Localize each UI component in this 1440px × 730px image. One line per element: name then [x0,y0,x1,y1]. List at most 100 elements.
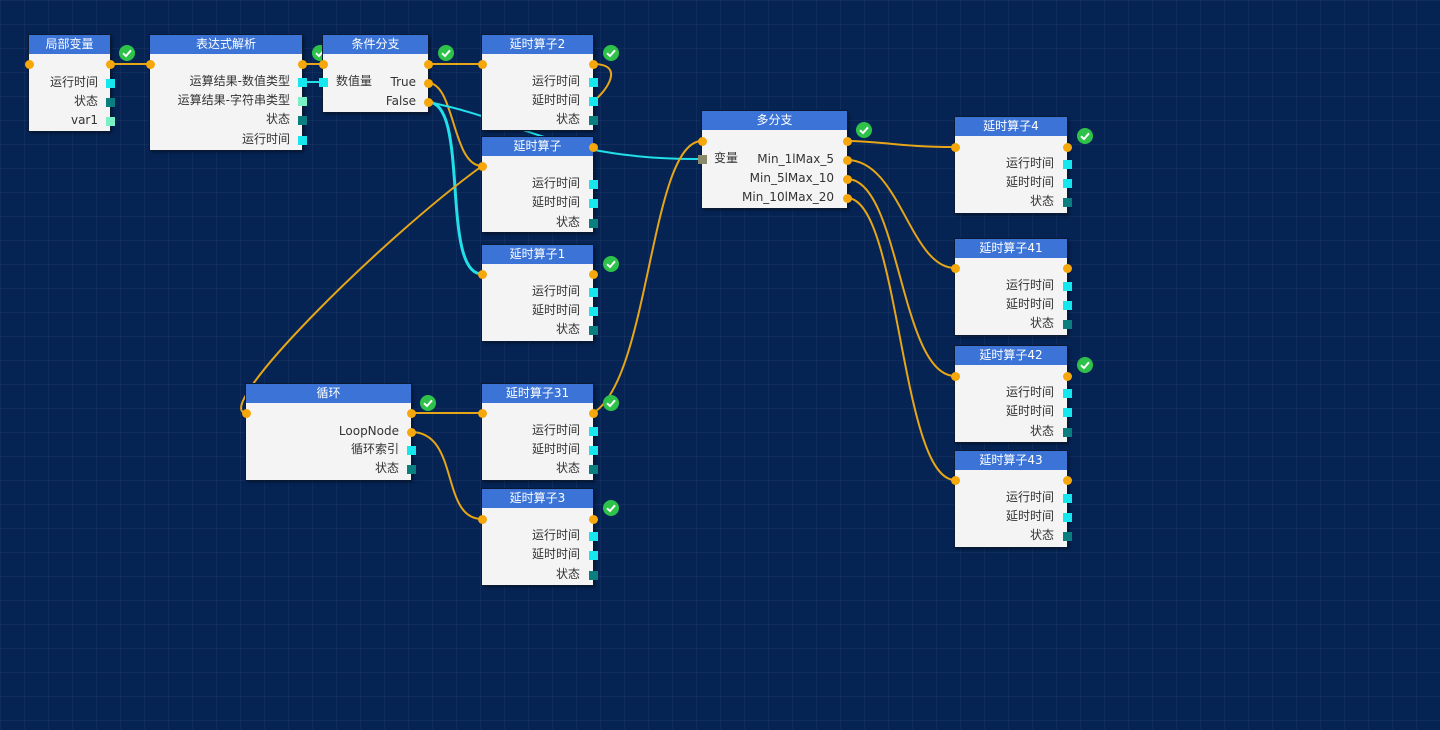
exec-in-port[interactable] [950,142,960,152]
output-port-runtime[interactable] [1062,281,1072,291]
output-port-runtime[interactable] [588,445,598,455]
node-delay3[interactable]: 延时算子3 [482,489,593,585]
exec-out-port[interactable] [588,142,598,152]
output-port-runtime[interactable] [406,445,416,455]
output-port-runtime[interactable] [588,426,598,436]
exec-in-port[interactable] [477,514,487,524]
exec-out-port[interactable] [1062,371,1072,381]
exec-in-port[interactable] [24,59,34,69]
node-title[interactable]: 延时算子41 [955,239,1067,258]
exec-out-port[interactable] [1062,263,1072,273]
output-port-status[interactable] [1062,531,1072,541]
node-delay1[interactable]: 延时算子1 [482,245,593,341]
node-title[interactable]: 延时算子43 [955,451,1067,470]
exec-in-port[interactable] [477,269,487,279]
exec-out-port[interactable] [588,408,598,418]
node-title[interactable]: 表达式解析 [150,35,302,54]
node-local-var[interactable]: 局部变量 [29,35,110,131]
input-port-variable[interactable] [697,154,707,164]
output-exec-port[interactable] [423,97,433,107]
node-title[interactable]: 延时算子31 [482,384,593,403]
output-port-status[interactable] [588,464,598,474]
output-exec-port[interactable] [842,174,852,184]
exec-in-port[interactable] [950,371,960,381]
node-delay2[interactable]: 延时算子2 [482,35,593,130]
node-delay[interactable]: 延时算子 [482,137,593,232]
node-title[interactable]: 延时算子3 [482,489,593,508]
node-delay42[interactable]: 延时算子42 [955,346,1067,442]
node-delay31[interactable]: 延时算子31 [482,384,593,480]
exec-in-port[interactable] [477,408,487,418]
output-port-status[interactable] [406,464,416,474]
node-title[interactable]: 延时算子2 [482,35,593,54]
node-multi-branch[interactable]: 多分支 [702,111,847,208]
output-port-status[interactable] [588,570,598,580]
exec-out-port[interactable] [297,59,307,69]
exec-out-port[interactable] [588,269,598,279]
output-port-string[interactable] [297,96,307,106]
output-port-status[interactable] [105,97,115,107]
node-title[interactable]: 延时算子42 [955,346,1067,365]
output-port-runtime[interactable] [1062,178,1072,188]
exec-in-port[interactable] [241,408,251,418]
output-port-runtime[interactable] [1062,159,1072,169]
node-loop[interactable]: 循环 [246,384,411,480]
node-title[interactable]: 延时算子1 [482,245,593,264]
output-port-status[interactable] [588,325,598,335]
node-title[interactable]: 延时算子 [482,137,593,156]
exec-in-port[interactable] [950,263,960,273]
output-port-status[interactable] [297,115,307,125]
exec-out-port[interactable] [1062,142,1072,152]
output-port-status[interactable] [1062,197,1072,207]
output-port-runtime[interactable] [588,550,598,560]
output-port-runtime[interactable] [297,77,307,87]
node-title[interactable]: 局部变量 [29,35,110,54]
output-port-status[interactable] [588,115,598,125]
output-port-runtime[interactable] [1062,493,1072,503]
exec-in-port[interactable] [477,59,487,69]
exec-out-port[interactable] [588,59,598,69]
output-port-runtime[interactable] [1062,512,1072,522]
node-title[interactable]: 循环 [246,384,411,403]
output-port-runtime[interactable] [588,306,598,316]
output-port-runtime[interactable] [588,287,598,297]
node-cond-branch[interactable]: 条件分支 [323,35,428,112]
exec-in-port[interactable] [318,59,328,69]
node-delay43[interactable]: 延时算子43 [955,451,1067,547]
exec-in-port[interactable] [697,136,707,146]
output-port-runtime[interactable] [1062,407,1072,417]
output-port-runtime[interactable] [588,96,598,106]
node-delay4[interactable]: 延时算子4 [955,117,1067,213]
output-port-status[interactable] [1062,319,1072,329]
exec-out-port[interactable] [406,408,416,418]
output-port-runtime[interactable] [297,135,307,145]
exec-out-port[interactable] [1062,475,1072,485]
exec-out-port[interactable] [105,59,115,69]
exec-out-port[interactable] [588,514,598,524]
node-title[interactable]: 多分支 [702,111,847,130]
output-exec-port[interactable] [406,427,416,437]
exec-wire[interactable] [846,140,956,148]
exec-in-port[interactable] [477,161,487,171]
output-port-runtime[interactable] [105,78,115,88]
exec-in-port[interactable] [950,475,960,485]
node-expr-parse[interactable]: 表达式解析 [150,35,302,150]
output-exec-port[interactable] [423,78,433,88]
input-port-runtime[interactable] [318,77,328,87]
output-port-runtime[interactable] [1062,300,1072,310]
output-exec-port[interactable] [842,155,852,165]
output-port-runtime[interactable] [588,179,598,189]
output-port-runtime[interactable] [588,77,598,87]
node-title[interactable]: 条件分支 [323,35,428,54]
output-port-status[interactable] [1062,427,1072,437]
output-port-runtime[interactable] [588,198,598,208]
output-port-string[interactable] [105,116,115,126]
node-delay41[interactable]: 延时算子41 [955,239,1067,335]
exec-in-port[interactable] [145,59,155,69]
exec-out-port[interactable] [842,136,852,146]
exec-out-port[interactable] [423,59,433,69]
output-exec-port[interactable] [842,193,852,203]
output-port-status[interactable] [588,218,598,228]
output-port-runtime[interactable] [588,531,598,541]
node-title[interactable]: 延时算子4 [955,117,1067,136]
